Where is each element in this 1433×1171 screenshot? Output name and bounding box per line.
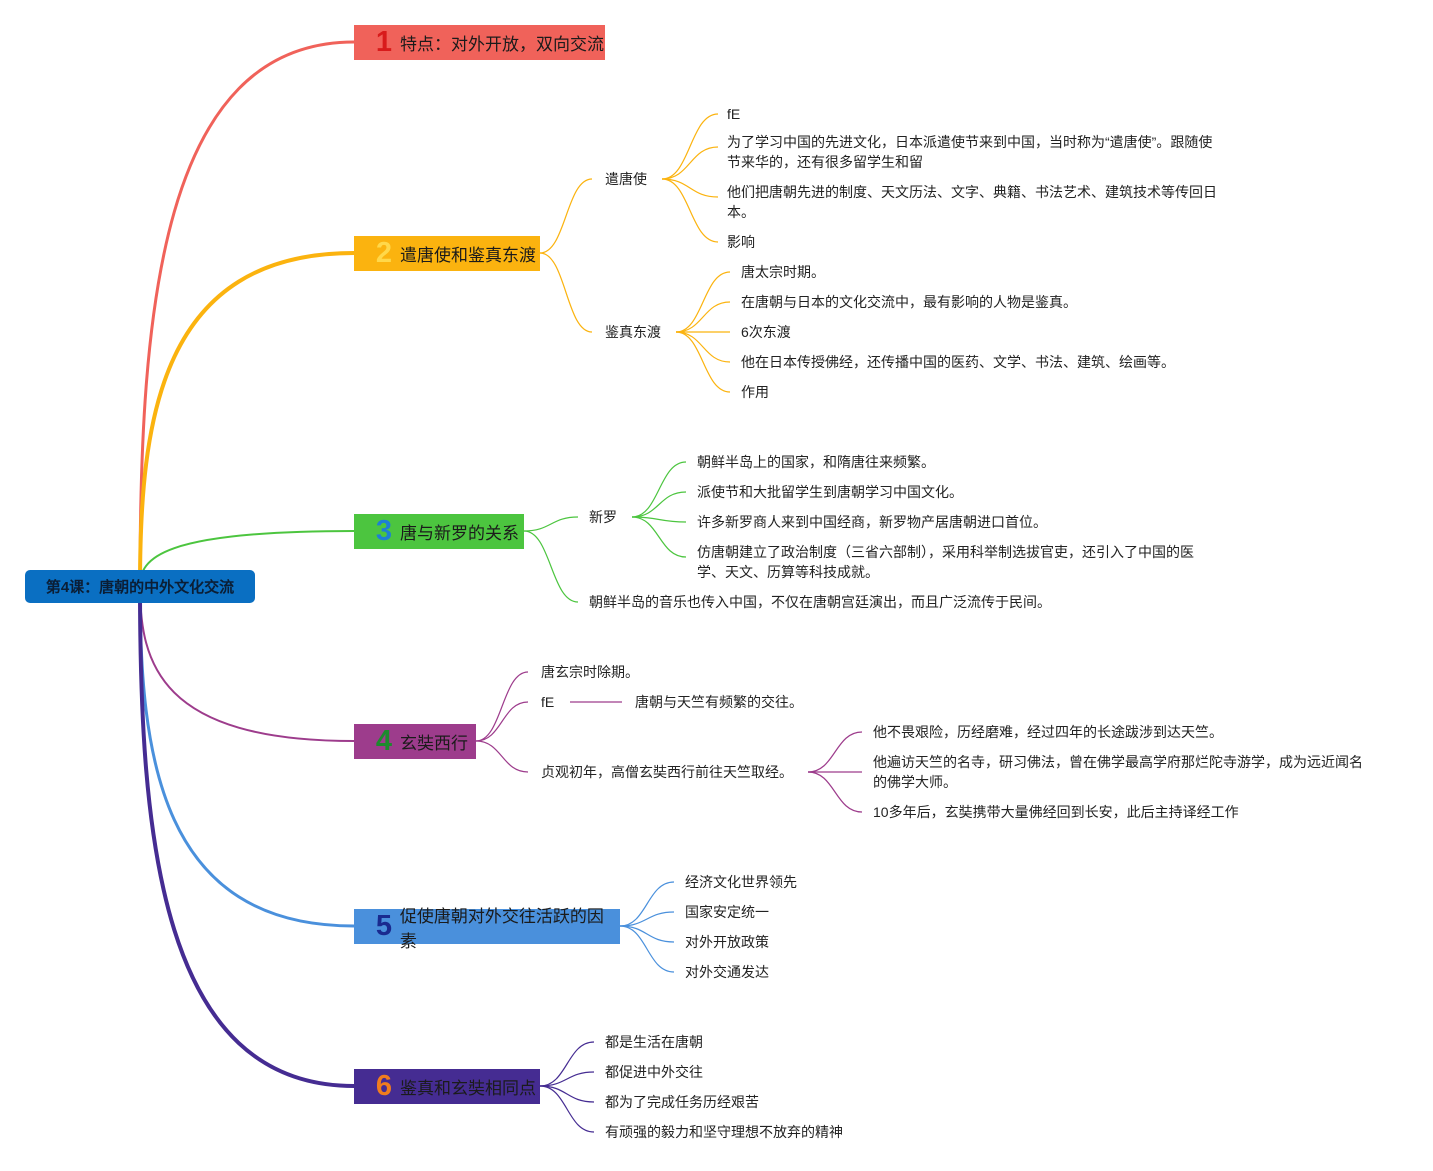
branch-5-factors[interactable]: 5 促使唐朝对外交往活跃的因素 (354, 907, 620, 951)
leaf-node[interactable]: 许多新罗商人来到中国经商，新罗物产居唐朝进口首位。 (697, 514, 1047, 530)
connector-line (631, 516, 687, 558)
leaf-node[interactable]: 派使节和大批留学生到唐朝学习中国文化。 (697, 484, 963, 500)
leaf-node[interactable]: 经济文化世界领先 (685, 874, 797, 890)
connector-line (631, 516, 687, 523)
subtopic-silla[interactable]: 新罗 (589, 509, 617, 525)
connector-line (539, 252, 593, 333)
leaf-node-music[interactable]: 朝鲜半岛的音乐也传入中国，不仅在唐朝宫廷演出，而且广泛流传于民间。 (589, 594, 1051, 610)
branch-label: 玄奘西行 (400, 734, 468, 753)
connector-line (539, 1085, 595, 1103)
leaf-node[interactable]: 都为了完成任务历经艰苦 (605, 1094, 759, 1110)
branch-connector (139, 585, 355, 742)
connector-line (539, 1071, 595, 1087)
branch-4-xuanzang[interactable]: 4 玄奘西行 (354, 724, 476, 759)
leaf-node[interactable]: 他不畏艰险，历经磨难，经过四年的长途跋涉到达天竺。 (873, 724, 1223, 740)
branch-connector (138, 585, 355, 928)
leaf-node[interactable]: 有顽强的毅力和坚守理想不放弃的精神 (605, 1124, 843, 1140)
branch-number: 6 (375, 1070, 393, 1102)
branch-connector (138, 40, 355, 587)
connector-line (807, 731, 863, 773)
connector-line (619, 925, 675, 973)
branch-label: 鉴真和玄奘相同点 (400, 1079, 536, 1098)
connector-line (631, 491, 687, 518)
leaf-node[interactable]: 都是生活在唐朝 (605, 1034, 703, 1050)
branch-label: 唐与新罗的关系 (400, 524, 519, 543)
subtopic-envoys[interactable]: 遣唐使 (605, 171, 647, 187)
branch-number: 2 (375, 237, 393, 269)
branch-label: 遣唐使和鉴真东渡 (400, 246, 536, 265)
connector-line (675, 301, 731, 333)
root-topic-label: 第4课：唐朝的中外文化交流 (45, 579, 235, 596)
connector-line (539, 178, 593, 254)
connector-line (675, 331, 731, 363)
connector-line (661, 178, 719, 198)
branch-number: 3 (375, 515, 393, 547)
connector-line (661, 146, 719, 180)
connector-line (661, 113, 719, 180)
leaf-node[interactable]: 仿唐朝建立了政治制度（三省六部制），采用科举制选拔官吏，还引入了中国的医学、天文… (697, 544, 1194, 580)
branch-2-envoys-jianzhen[interactable]: 2 遣唐使和鉴真东渡 (354, 236, 540, 271)
leaf-node[interactable]: 为了学习中国的先进文化，日本派遣使节来到中国，当时称为“遣唐使”。跟随使节来华的… (727, 134, 1213, 170)
branch-number: 1 (375, 26, 393, 58)
root-topic[interactable]: 第4课：唐朝的中外文化交流 (25, 570, 255, 603)
connector-line (619, 881, 675, 927)
connector-line (619, 925, 675, 943)
leaf-node[interactable]: 影响 (727, 234, 755, 250)
connector-line (523, 530, 579, 603)
branch-number: 4 (375, 725, 393, 757)
branch-connector (138, 251, 355, 587)
branch-label: 促使唐朝对外交往活跃的因素 (399, 906, 604, 951)
connector-line (475, 740, 529, 773)
leaf-node[interactable]: 对外交通发达 (685, 964, 769, 980)
leaf-node[interactable]: 10多年后，玄奘携带大量佛经回到长安，此后主持译经工作 (873, 804, 1239, 820)
subtopic-journey[interactable]: 贞观初年，高僧玄奘西行前往天竺取经。 (541, 764, 793, 780)
branch-number: 5 (375, 910, 393, 942)
connector-line (475, 701, 529, 742)
connector-line (523, 516, 579, 532)
branch-connector (138, 585, 355, 1088)
connector-line (661, 178, 719, 243)
leaf-node[interactable]: 他在日本传授佛经，还传播中国的医药、文学、书法、建筑、绘画等。 (741, 354, 1175, 370)
leaf-node[interactable]: 唐太宗时期。 (741, 264, 825, 280)
connector-line (807, 771, 863, 813)
leaf-node[interactable]: fE (541, 694, 555, 710)
branch-6-similarities[interactable]: 6 鉴真和玄奘相同点 (354, 1069, 540, 1104)
branch-1-features[interactable]: 1 特点：对外开放，双向交流 (354, 25, 605, 60)
connector-line (539, 1085, 595, 1133)
leaf-node[interactable]: 对外开放政策 (685, 934, 769, 950)
connector-line (675, 331, 731, 393)
connector-line (675, 271, 731, 333)
leaf-node[interactable]: 朝鲜半岛上的国家，和隋唐往来频繁。 (697, 454, 935, 470)
leaf-node[interactable]: 6次东渡 (741, 324, 791, 340)
leaf-node[interactable]: 国家安定统一 (685, 904, 769, 920)
leaf-node[interactable]: 他们把唐朝先进的制度、天文历法、文字、典籍、书法艺术、建筑技术等传回日本。 (727, 184, 1217, 220)
subtopic-jianzhen[interactable]: 鉴真东渡 (605, 324, 661, 340)
branch-label: 特点：对外开放，双向交流 (400, 35, 604, 54)
leaf-node[interactable]: fE (727, 106, 741, 122)
connector-line (619, 911, 675, 927)
connector-line (475, 671, 529, 742)
leaf-node[interactable]: 他遍访天竺的名寺，研习佛法，曾在佛学最高学府那烂陀寺游学，成为远近闻名的佛学大师… (873, 754, 1363, 790)
leaf-node[interactable]: 唐朝与天竺有频繁的交往。 (635, 694, 803, 710)
leaf-node[interactable]: 在唐朝与日本的文化交流中，最有影响的人物是鉴真。 (741, 294, 1077, 310)
connector-line (631, 461, 687, 518)
leaf-node[interactable]: 作用 (741, 384, 769, 400)
leaf-node[interactable]: 都促进中外交往 (605, 1064, 703, 1080)
branch-3-silla[interactable]: 3 唐与新罗的关系 (354, 514, 524, 549)
connector-line (539, 1041, 595, 1087)
leaf-node[interactable]: 唐玄宗时除期。 (541, 664, 639, 680)
